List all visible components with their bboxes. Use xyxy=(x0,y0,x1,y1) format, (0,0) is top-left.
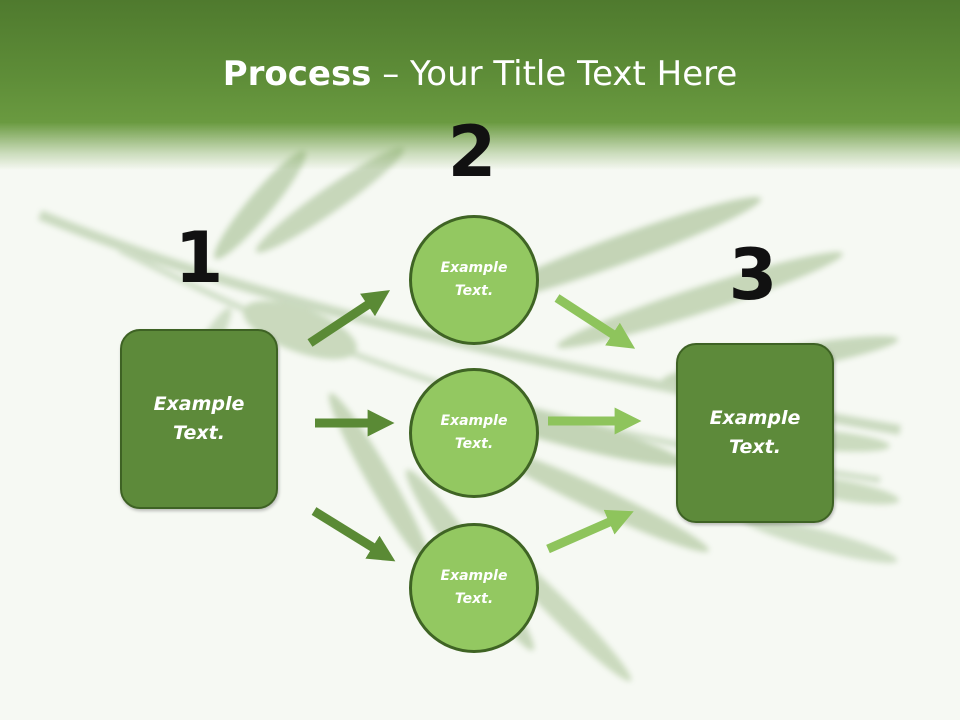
process-circle-2: Example Text. xyxy=(409,368,539,498)
step-number-3: 3 xyxy=(728,234,778,316)
process-circle-3: Example Text. xyxy=(409,523,539,653)
page-title: Process – Your Title Text Here xyxy=(0,52,960,96)
right-box-text: Example Text. xyxy=(709,407,801,458)
step-number-2: 2 xyxy=(447,111,497,193)
circle-3-text: Example Text. xyxy=(440,568,508,607)
title-banner xyxy=(0,0,960,170)
title-bold: Process xyxy=(222,54,372,94)
step-number-1: 1 xyxy=(174,217,224,299)
arrow-to-circle-1 xyxy=(307,290,391,347)
circle-1-text: Example Text. xyxy=(440,260,508,299)
arrow-from-circle-1 xyxy=(554,294,636,349)
arrow-to-circle-3 xyxy=(311,507,396,562)
title-rest: – Your Title Text Here xyxy=(371,54,738,94)
process-circle-1: Example Text. xyxy=(409,215,539,345)
right-process-box: Example Text. xyxy=(676,343,834,523)
circle-2-text: Example Text. xyxy=(440,413,508,452)
arrow-from-circle-3 xyxy=(546,509,634,554)
left-process-box: Example Text. xyxy=(120,329,278,509)
left-box-text: Example Text. xyxy=(153,393,245,444)
